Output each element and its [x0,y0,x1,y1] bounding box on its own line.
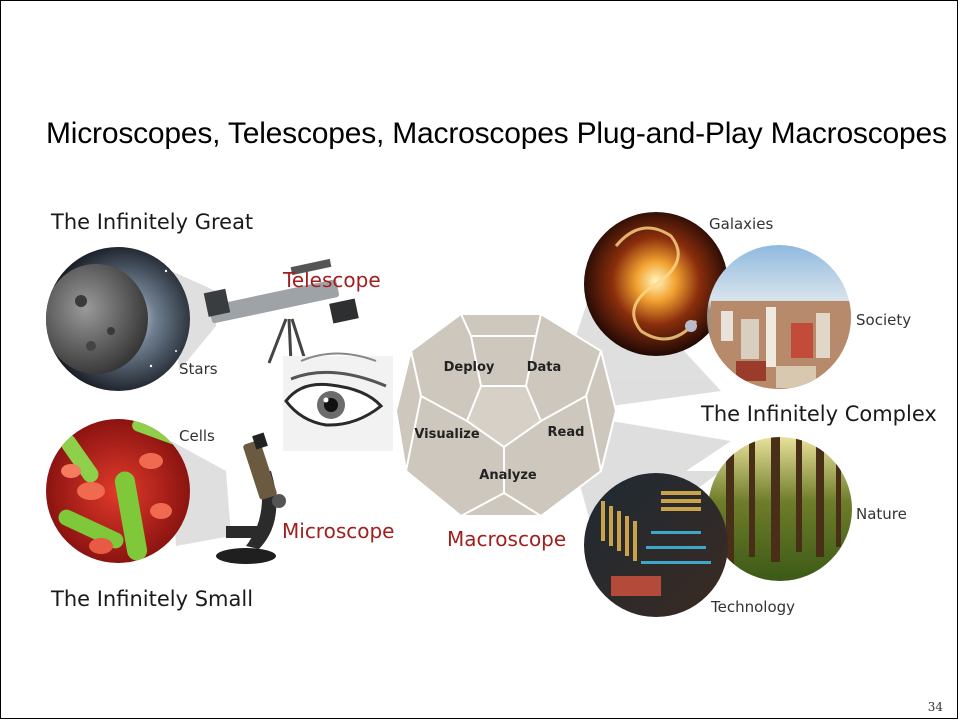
society-label: Society [856,311,912,329]
macroscope-polyhedron: Deploy Data Visualize Read Analyze [394,313,618,517]
telescope-label: Telescope [283,268,381,292]
cells-label: Cells [179,427,215,445]
infinitely-great-heading: The Infinitely Great [51,210,254,234]
nature-label: Nature [856,505,907,523]
slide-title: Microscopes, Telescopes, Macroscopes Plu… [46,117,947,150]
face-data: Data [527,360,562,375]
microscope-illustration [216,432,286,564]
galaxies-image [584,212,728,356]
page-number: 34 [927,700,943,714]
stars-image [46,247,190,391]
macroscope-label: Macroscope [447,527,567,551]
face-read: Read [548,425,585,440]
nature-image [708,437,852,581]
face-analyze: Analyze [479,468,537,483]
stars-label: Stars [179,360,218,378]
eye-illustration [283,352,393,451]
face-deploy: Deploy [444,360,495,375]
cells-image [46,419,190,563]
technology-label: Technology [711,598,796,616]
microscope-label: Microscope [282,519,395,543]
galaxies-label: Galaxies [709,215,774,233]
telescope-illustration [203,258,359,364]
technology-image [584,473,728,617]
infinitely-small-heading: The Infinitely Small [51,587,254,611]
society-image [707,245,851,389]
face-visualize: Visualize [414,427,480,442]
infinitely-complex-heading: The Infinitely Complex [701,402,937,426]
